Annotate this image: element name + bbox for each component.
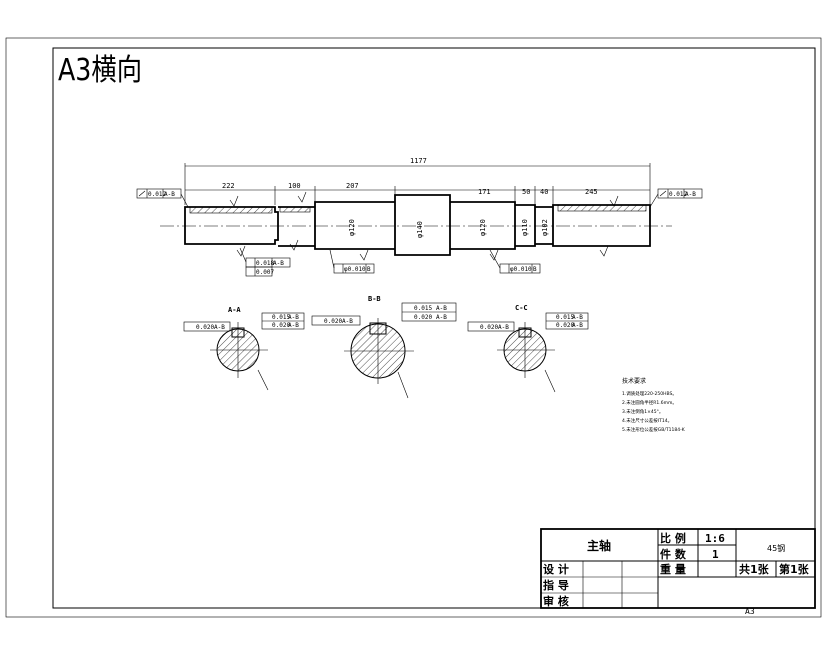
outer-border (5, 37, 822, 618)
technical-notes: 技术要求 1.调质处理220-250HBS。 2.未注圆角半径R1.6mm。 3… (622, 377, 686, 433)
corner-format-label: A3 (745, 607, 755, 616)
svg-text:A-B: A-B (214, 324, 225, 331)
svg-text:0.020: 0.020 (480, 324, 498, 331)
scale-value: 1:6 (705, 532, 725, 545)
svg-text:B-B: B-B (368, 295, 381, 303)
tol-frame-1: 0.018 A-B 0.007 (239, 247, 291, 277)
svg-text:A-B: A-B (288, 314, 299, 321)
svg-text:0.020: 0.020 (196, 324, 214, 331)
section-c: C-C 0.020 A-B 0.015 A-B 0.020 A-B (467, 304, 589, 393)
keyway-left (189, 206, 273, 214)
svg-text:0.012: 0.012 (148, 191, 166, 198)
svg-text:A-B: A-B (685, 191, 696, 198)
material: 45钢 (767, 543, 785, 553)
svg-text:0.020: 0.020 (324, 318, 342, 325)
svg-text:0.020: 0.020 (272, 322, 290, 329)
section-b: B-B 0.020 A-B 0.015 A-B 0.020 A-B (311, 295, 457, 399)
runout-frame-right: 0.012 A-B (649, 188, 703, 208)
dim-seg-7: 245 (585, 188, 598, 196)
dim-seg-4: 171 (478, 188, 491, 196)
shaft-outline (184, 194, 651, 256)
section-a: A-A 0.020 A-B 0.015 A-B 0.020 A-B (183, 306, 305, 391)
svg-text:2.未注圆角半径R1.6mm。: 2.未注圆角半径R1.6mm。 (622, 399, 677, 406)
svg-text:0.015: 0.015 (414, 305, 432, 312)
svg-text:A-B: A-B (273, 260, 284, 267)
svg-text:C-C: C-C (515, 304, 528, 312)
svg-text:技术要求: 技术要求 (622, 377, 646, 385)
dim-overall: 1177 (410, 157, 427, 165)
svg-text:4.未注尺寸公差按IT14。: 4.未注尺寸公差按IT14。 (622, 417, 672, 424)
svg-text:0.007: 0.007 (256, 269, 274, 276)
shaft-view: 1177 222 100 207 171 50 40 245 φ120 φ140… (136, 157, 703, 277)
svg-text:3.未注倒角1×45°。: 3.未注倒角1×45°。 (622, 408, 663, 415)
svg-text:A-B: A-B (164, 191, 175, 198)
svg-text:0.012: 0.012 (669, 191, 687, 198)
svg-text:A-B: A-B (498, 324, 509, 331)
inner-border (52, 47, 816, 609)
qty-label: 件 数 (660, 547, 687, 561)
title-block: 主轴 比 例 1:6 件 数 1 45钢 重 量 共1张 第1张 设 计 指 导… (540, 528, 816, 609)
svg-text:A-B: A-B (436, 314, 447, 321)
qty-value: 1 (712, 548, 719, 561)
svg-text:A-B: A-B (342, 318, 353, 325)
guide-label: 指 导 (543, 578, 569, 592)
dia-1: φ120 (348, 219, 356, 236)
svg-text:A-B: A-B (572, 314, 583, 321)
sheets-total: 共1张 (739, 562, 770, 576)
tol-frame-4: φ0.010 B (489, 249, 541, 274)
svg-text:φ0.010: φ0.010 (344, 266, 366, 273)
dim-seg-1: 222 (222, 182, 235, 190)
runout-frame-left: 0.012 A-B (136, 188, 189, 208)
svg-text:B: B (533, 266, 537, 273)
dia-3: φ120 (479, 219, 487, 236)
svg-text:A-B: A-B (288, 322, 299, 329)
keyway-right (557, 204, 647, 212)
svg-text:φ0.010: φ0.010 (510, 266, 532, 273)
weight-label: 重 量 (660, 562, 686, 576)
svg-text:0.020: 0.020 (414, 314, 432, 321)
svg-text:A-A: A-A (228, 306, 241, 314)
format-label: A3横向 (58, 53, 142, 88)
scale-label: 比 例 (660, 531, 686, 545)
dim-seg-2: 100 (288, 182, 301, 190)
svg-text:A-B: A-B (436, 305, 447, 312)
tol-frame-3: φ0.010 B (329, 249, 375, 274)
dia-4: φ110 (521, 219, 529, 236)
svg-text:0.015: 0.015 (556, 314, 574, 321)
dia-5: φ102 (541, 219, 549, 236)
dim-seg-3: 207 (346, 182, 359, 190)
svg-text:0.015: 0.015 (272, 314, 290, 321)
svg-text:A-B: A-B (572, 322, 583, 329)
svg-text:5.未注形位公差按GB/T1184-K: 5.未注形位公差按GB/T1184-K (622, 426, 686, 433)
keyway-mid (279, 206, 311, 213)
part-name: 主轴 (587, 538, 611, 553)
svg-text:0.018: 0.018 (256, 260, 274, 267)
dia-2: φ140 (416, 221, 424, 238)
dim-seg-5: 50 (522, 188, 530, 196)
review-label: 审 核 (543, 594, 569, 608)
design-label: 设 计 (543, 562, 569, 576)
svg-text:0.020: 0.020 (556, 322, 574, 329)
sheet-no: 第1张 (779, 562, 810, 576)
svg-text:B: B (367, 266, 371, 273)
dim-seg-6: 40 (540, 188, 548, 196)
svg-text:1.调质处理220-250HBS。: 1.调质处理220-250HBS。 (622, 390, 677, 397)
